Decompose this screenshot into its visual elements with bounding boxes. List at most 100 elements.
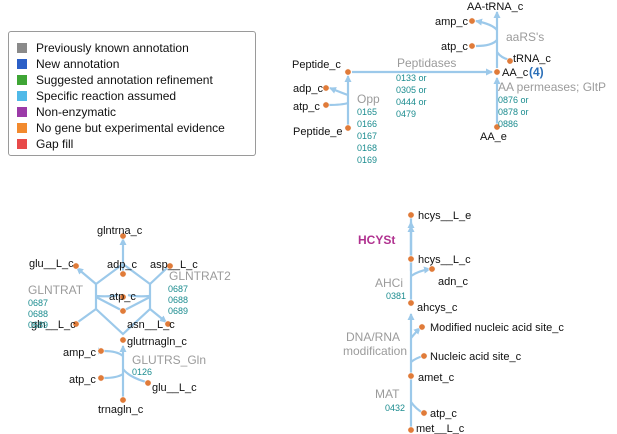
- metabolite-label: atp_c: [109, 291, 136, 303]
- glutamine-panel: [76, 238, 168, 398]
- reaction-label: GLUTRS_Gln: [132, 353, 206, 367]
- node-gln-l-c: [72, 320, 80, 328]
- metabolite-label: AA-tRNA_c: [467, 1, 524, 13]
- gene-id: 0167: [357, 131, 377, 141]
- legend-swatch: [17, 122, 27, 133]
- reaction-label: MAT: [375, 387, 400, 401]
- gene-id: 0444 or: [396, 97, 427, 107]
- gene-id: 0878 or: [498, 107, 529, 117]
- reaction-label: Opp: [357, 92, 380, 106]
- metabolite-label: atp_c: [430, 408, 457, 420]
- node-peptide-e: [344, 124, 352, 132]
- metabolite-label: atp_c: [293, 101, 320, 113]
- metabolite-label: glu__L_c: [152, 382, 197, 394]
- gene-id: 0432: [385, 403, 405, 413]
- node-atp-c: [119, 293, 127, 301]
- metabolite-label: adn_c: [438, 276, 468, 288]
- reaction-label: AHCi: [375, 276, 403, 290]
- legend-label: No gene but experimental evidence: [36, 120, 225, 135]
- gene-id: 0689: [168, 306, 188, 316]
- metabolite-label: trnagln_c: [98, 404, 144, 416]
- node-asn-l-c: [164, 320, 172, 328]
- gene-id: 0126: [132, 367, 152, 377]
- node-peptide-c: [344, 68, 352, 76]
- node-trnagln-c: [119, 396, 127, 404]
- node-junction: [119, 307, 127, 315]
- legend-swatch: [17, 90, 27, 101]
- metabolite-label: glu__L_c: [29, 258, 74, 270]
- metabolite-label: tRNA_c: [513, 53, 551, 65]
- legend-item-experimental-evidence: No gene but experimental evidence: [17, 120, 225, 135]
- gene-id: 0166: [357, 119, 377, 129]
- gene-id: 0687: [168, 284, 188, 294]
- legend-label: Specific reaction assumed: [36, 88, 177, 103]
- node-adp-c: [322, 84, 330, 92]
- metabolite-label: atp_c: [441, 41, 468, 53]
- node-asp-l-c: [166, 262, 174, 270]
- legend-item-gap-fill: Gap fill: [17, 136, 73, 151]
- gene-id: 0381: [386, 291, 406, 301]
- node-hcys-l-e: [407, 211, 415, 219]
- reaction-label: Peptidases: [397, 56, 456, 70]
- metabolite-label: amet_c: [418, 372, 455, 384]
- reaction-label: DNA/RNA: [346, 330, 400, 344]
- legend-item-previously-known: Previously known annotation: [17, 40, 189, 55]
- metabolite-label: AA_e: [480, 131, 507, 143]
- metabolite-label: hcys__L_e: [418, 210, 471, 222]
- count-badge: (4): [529, 65, 544, 79]
- metabolite-label: glutrnagln_c: [127, 336, 187, 348]
- legend-item-non-enzymatic: Non-enzymatic: [17, 104, 116, 119]
- node-amp-c: [97, 347, 105, 355]
- gene-id: 0886: [498, 119, 518, 129]
- gene-id: 0688: [28, 309, 48, 319]
- legend-swatch: [17, 138, 27, 149]
- glutamine-panel-labels: glntrna_c glu__L_c adp_c asp__L_c atp_c …: [28, 225, 231, 416]
- metabolite-label: Peptide_c: [292, 59, 341, 71]
- reaction-label: modification: [343, 344, 407, 358]
- methionine-panel-labels: hcys__L_e hcys__L_c adn_c ahcys_c Modifi…: [343, 210, 564, 434]
- metabolite-label: ahcys_c: [417, 302, 458, 314]
- gene-id: 0133 or: [396, 73, 427, 83]
- gene-id: 0479: [396, 109, 416, 119]
- metabolite-label: hcys__L_c: [418, 254, 471, 266]
- node-adp-c: [119, 270, 127, 278]
- node-met-l-c: [407, 426, 415, 434]
- metabolite-label: met__L_c: [416, 423, 465, 434]
- legend-swatch: [17, 58, 27, 69]
- legend-swatch: [17, 106, 27, 117]
- legend-swatch: [17, 42, 27, 53]
- reaction-label: aaRS's: [506, 30, 544, 44]
- legend-item-refinement: Suggested annotation refinement: [17, 72, 213, 87]
- reaction-label: GLNTRAT2: [169, 269, 231, 283]
- gene-id: 0687: [28, 298, 48, 308]
- reaction-label: AA permeases; GltP: [498, 80, 606, 94]
- legend-item-new-annotation: New annotation: [17, 56, 119, 71]
- legend: Previously known annotation New annotati…: [8, 31, 256, 156]
- metabolite-label: Modified nucleic acid site_c: [430, 322, 564, 334]
- methionine-panel: [407, 217, 431, 430]
- metabolite-label: adp_c: [293, 83, 323, 95]
- metabolite-label: asp__L_c: [150, 259, 198, 271]
- reaction-label: GLNTRAT: [28, 283, 84, 297]
- gene-id: 0688: [168, 295, 188, 305]
- gene-id: 0876 or: [498, 95, 529, 105]
- legend-label: Previously known annotation: [36, 40, 189, 55]
- gene-id: 0165: [357, 107, 377, 117]
- node-atp-c: [97, 374, 105, 382]
- legend-label: Gap fill: [36, 136, 74, 151]
- node-amet-c: [407, 372, 415, 380]
- node-glutrnagln-c: [119, 336, 127, 344]
- gene-id: 0305 or: [396, 85, 427, 95]
- node-atp-c: [468, 42, 476, 50]
- legend-label: Suggested annotation refinement: [36, 72, 213, 87]
- node-aa-c: [493, 68, 501, 76]
- node-trna-c: [506, 57, 514, 65]
- metabolite-label: asn__L_c: [127, 319, 175, 331]
- node-ahcys-c: [407, 299, 415, 307]
- node-hcys-l-c: [407, 255, 415, 263]
- methionine-panel-nodes: [407, 211, 436, 434]
- node-glntrna-c: [119, 232, 127, 240]
- node-nucleic-acid-site-c: [420, 352, 428, 360]
- peptide-panel-nodes: [322, 17, 514, 132]
